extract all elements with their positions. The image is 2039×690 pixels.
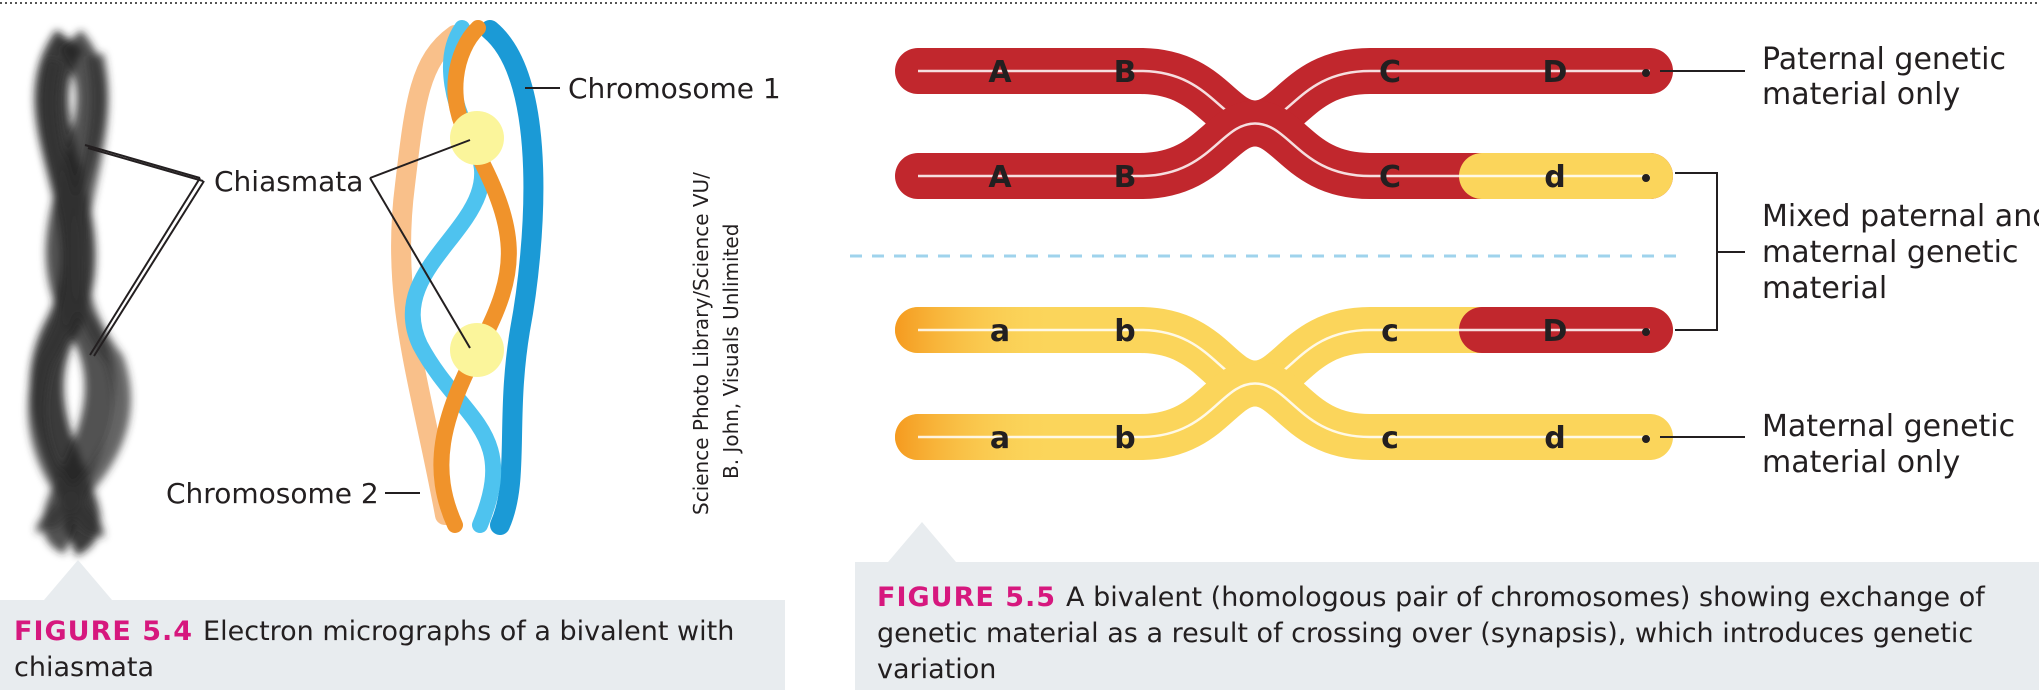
chromosome-1-outer [480,20,544,535]
chiasmata-label: Chiasmata [214,165,363,198]
figure-number-5-4: FIGURE 5.4 [14,616,194,647]
gene-label: d [1544,160,1565,195]
gene-label: b [1114,421,1135,456]
credit-line-2: B. John, Visuals Unlimited [719,224,743,479]
caption-text-5-4: Electron micrographs of a bivalent with … [14,616,735,683]
chromosome-2-outer [391,25,465,525]
chromatid-end-dot [1642,328,1650,336]
gene-label: c [1381,421,1399,456]
paternal-label-2: material only [1762,77,1960,112]
caption-pointer-5-5 [888,522,956,562]
gene-label: B [1114,160,1137,195]
gene-label: A [988,160,1012,195]
fig54-leader-lines [84,87,560,494]
photo-credit: Science Photo Library/Science VU/ B. Joh… [689,172,743,515]
gene-label: A [988,55,1012,90]
chromosome-2-inner [433,20,517,533]
maternal-label-1: Maternal genetic [1762,409,2015,444]
electron-micrograph [28,29,131,556]
gene-label: c [1381,314,1399,349]
chromatid-end-dot [1642,69,1650,77]
chiasma-lower [450,323,504,377]
chromatid-highlight [918,122,1650,178]
gene-label: a [990,314,1010,349]
credit-line-1: Science Photo Library/Science VU/ [689,172,713,515]
gene-label: b [1114,314,1135,349]
mixed-label-1: Mixed paternal and [1762,199,2039,234]
figure-number-5-5: FIGURE 5.5 [877,582,1057,613]
gene-label: D [1543,314,1568,349]
gene-label: d [1544,421,1565,456]
gene-label: D [1543,55,1568,90]
fig55-leader-lines [1660,70,1745,438]
mixed-label-2: maternal genetic [1762,235,2018,270]
chromosome-2-label: Chromosome 2 [166,477,379,510]
gene-label: B [1114,55,1137,90]
caption-text-5-5: A bivalent (homologous pair of chromosom… [877,582,1985,685]
gene-label: C [1379,160,1401,195]
chromosome-1-label: Chromosome 1 [568,72,781,105]
mixed-label-3: material [1762,271,1887,306]
gene-label: a [990,421,1010,456]
chromosome-diagram [391,20,544,535]
gene-label: C [1379,55,1401,90]
chiasma-upper [450,111,504,165]
chromatid-end-dot [1642,174,1650,182]
paternal-label-1: Paternal genetic [1762,42,2006,77]
chromatid-highlight [918,382,1650,439]
chromatid-end-dot [1642,435,1650,443]
maternal-label-2: material only [1762,445,1960,480]
caption-pointer-5-4 [44,560,112,600]
chromatid-4: a b c d [895,360,1673,460]
